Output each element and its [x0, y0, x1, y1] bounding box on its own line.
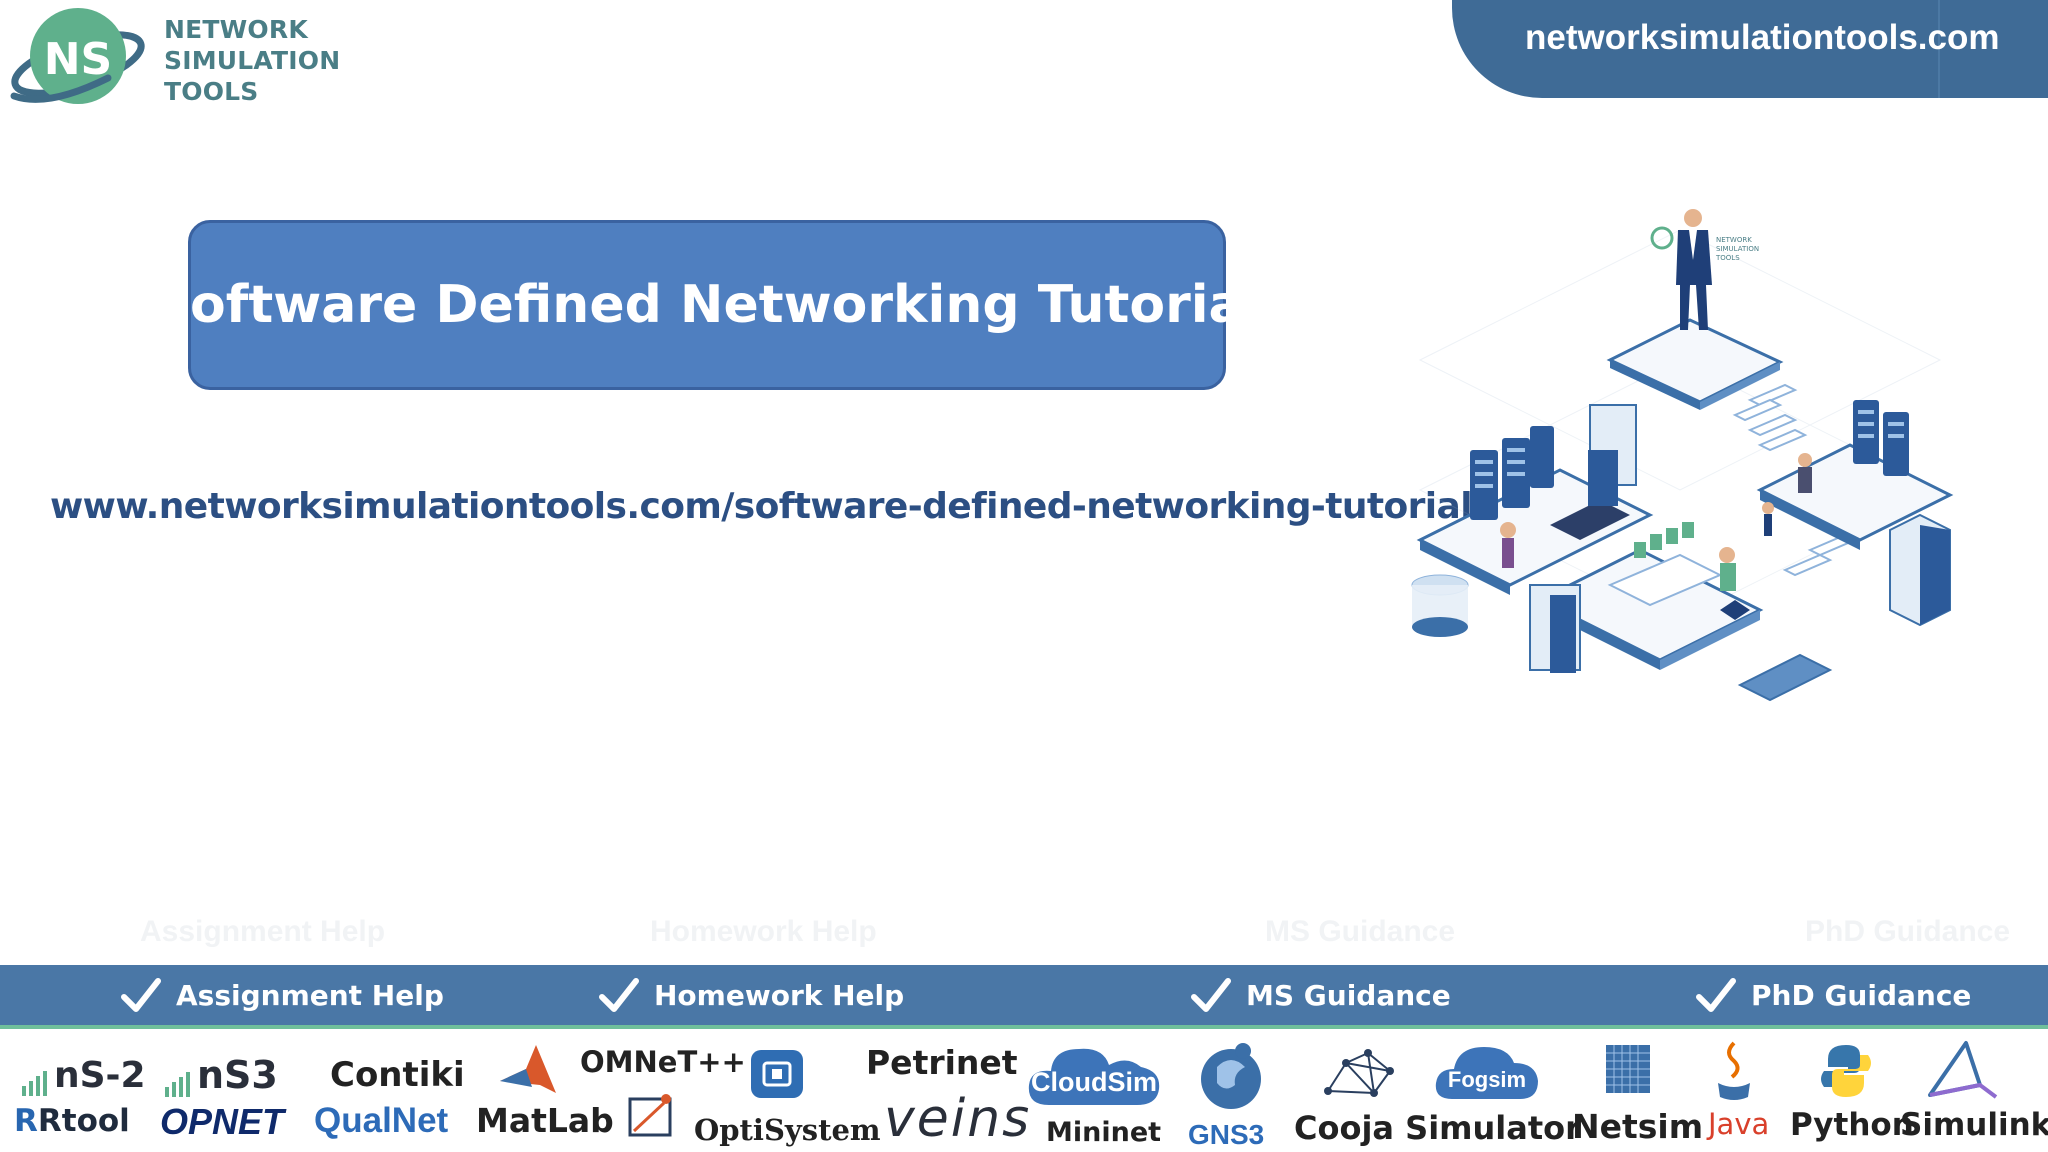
- tutorial-url-link[interactable]: www.networksimulationtools.com/software-…: [50, 486, 1485, 527]
- matlab-icon: [500, 1045, 556, 1093]
- laptop: [1737, 653, 1833, 702]
- omnet-chart-icon: [628, 1094, 672, 1137]
- tool-qualnet: QualNet: [314, 1101, 449, 1140]
- cloudsim-label: CloudSim: [1031, 1067, 1157, 1097]
- service-label: Homework Help: [654, 978, 905, 1012]
- logo-mark-text: NS: [44, 34, 113, 85]
- tool-ns3: nS3: [165, 1053, 278, 1097]
- service-ms-guidance[interactable]: MS Guidance: [1190, 965, 1451, 1025]
- check-icon: [599, 978, 639, 1012]
- tool-optisystem: OptiSystem: [694, 1113, 881, 1147]
- illus-caption-3: TOOLS: [1715, 254, 1740, 262]
- check-icon: [1191, 978, 1231, 1012]
- tool-simulink: Simulink: [1900, 1107, 2048, 1143]
- tool-opnet: OPNET: [160, 1101, 285, 1142]
- ghost-label-2: Homework Help: [650, 915, 877, 948]
- tool-matlab: MatLab: [476, 1101, 614, 1140]
- optisystem-icon: [751, 1050, 803, 1098]
- fogsim-label: Fogsim: [1448, 1067, 1526, 1092]
- java-cup-icon: [1718, 1041, 1750, 1100]
- python-icon: [1821, 1045, 1871, 1097]
- faded-services-reflection: Assignment Help Homework Help MS Guidanc…: [0, 915, 2048, 965]
- site-banner: [1452, 0, 2048, 98]
- service-phd-guidance[interactable]: PhD Guidance: [1695, 965, 1971, 1025]
- tool-gns3: GNS3: [1188, 1119, 1265, 1150]
- network-isometric-illustration: NETWORK SIMULATION TOOLS: [1411, 209, 1954, 702]
- cooja-network-icon: [1324, 1049, 1394, 1097]
- center-platform: [1529, 522, 1764, 673]
- ns-logo-icon: NS: [10, 8, 145, 104]
- tool-ns2: nS-2: [22, 1055, 146, 1096]
- illus-caption-2: SIMULATION: [1716, 245, 1759, 253]
- tools-strip: nS-2 nS3 Contiki OMNeT++ Petrinet CloudS…: [0, 1033, 2048, 1152]
- check-icon: [121, 978, 161, 1012]
- gns3-icon: [1201, 1043, 1261, 1109]
- tool-netsim: Netsim: [1572, 1107, 1704, 1146]
- r-logo-icon: R: [14, 1103, 38, 1139]
- service-label: PhD Guidance: [1751, 978, 1972, 1012]
- ghost-label-4: PhD Guidance: [1805, 915, 2011, 948]
- tool-ns3-label: nS3: [197, 1053, 278, 1097]
- tool-omnet: OMNeT++: [580, 1045, 746, 1079]
- tool-python: Python: [1790, 1107, 1914, 1143]
- ghost-label-1: Assignment Help: [140, 915, 386, 948]
- simulink-icon: [1928, 1041, 1998, 1099]
- netsim-grid-icon: [1606, 1045, 1650, 1093]
- check-icon: [1696, 978, 1736, 1012]
- title-banner: Software Defined Networking Tutorial: [153, 220, 1261, 390]
- tool-petrinet: Petrinet: [866, 1043, 1018, 1082]
- service-label: MS Guidance: [1246, 978, 1451, 1012]
- right-platform: [1756, 400, 1954, 550]
- logo-wordmark: NETWORK SIMULATION TOOLS: [164, 14, 340, 107]
- logo-line-2: SIMULATION: [164, 46, 341, 75]
- brand-logo[interactable]: NS NETWORK SIMULATION TOOLS: [8, 4, 340, 114]
- service-label: Assignment Help: [176, 978, 444, 1012]
- left-platform: [1416, 404, 1654, 595]
- right-tower: [1889, 513, 1951, 627]
- tool-veins: veins: [884, 1089, 1032, 1149]
- tool-mininet: Mininet: [1046, 1117, 1162, 1148]
- site-link[interactable]: networksimulationtools.com: [1525, 18, 2000, 57]
- top-platform: NETWORK SIMULATION TOOLS: [1606, 209, 1784, 410]
- logo-line-3: TOOLS: [164, 77, 259, 106]
- tool-rtool-label: Rtool: [37, 1103, 130, 1139]
- tool-java: Java: [1708, 1107, 1770, 1141]
- tool-rtool: RRtool: [14, 1103, 130, 1139]
- storage-cylinders: [1411, 574, 1469, 637]
- cloudsim-icon: CloudSim: [1028, 1048, 1160, 1105]
- fogsim-icon: Fogsim: [1435, 1047, 1538, 1099]
- logo-line-1: NETWORK: [164, 15, 308, 44]
- services-bar: Assignment Help Homework Help MS Guidanc…: [0, 965, 2048, 1029]
- ghost-label-3: MS Guidance: [1265, 915, 1456, 948]
- illus-caption-1: NETWORK: [1716, 236, 1752, 244]
- tool-contiki: Contiki: [330, 1055, 465, 1095]
- tool-cooja: Cooja Simulator: [1294, 1109, 1581, 1147]
- signal-bars-icon: [22, 1071, 47, 1096]
- page-title: Software Defined Networking Tutorial: [152, 275, 1262, 335]
- tool-ns2-label: nS-2: [54, 1055, 146, 1096]
- signal-bars-icon: [165, 1072, 190, 1097]
- service-homework-help[interactable]: Homework Help: [598, 965, 904, 1025]
- service-assignment-help[interactable]: Assignment Help: [120, 965, 444, 1025]
